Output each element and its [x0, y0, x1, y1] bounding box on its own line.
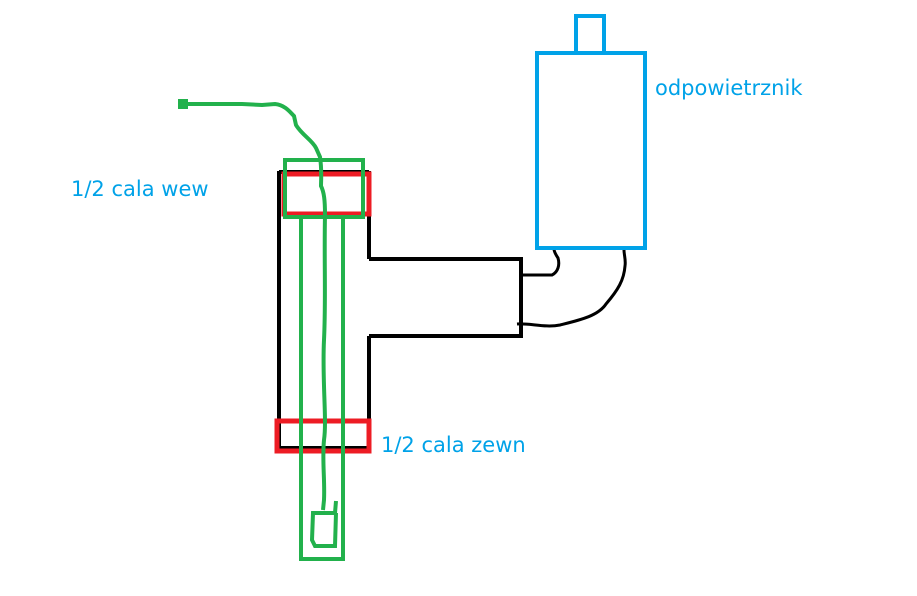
cable-end-marker: [178, 99, 188, 109]
vent-connection: [516, 248, 627, 328]
tee-branch: [369, 257, 523, 338]
probe-sensor-tip: [309, 500, 338, 548]
air-vent: [535, 14, 647, 250]
probe-cable: [183, 101, 328, 511]
probe-tube: [299, 215, 345, 561]
vent-body: [535, 51, 647, 250]
label-internal-thread: 1/2 cala wew: [71, 177, 209, 201]
label-external-thread: 1/2 cala zewn: [381, 433, 526, 457]
short-hose: [521, 248, 561, 277]
probe: [178, 99, 365, 561]
label-air-vent: odpowietrznik: [655, 76, 803, 100]
long-hose: [516, 249, 627, 328]
vent-cap: [574, 14, 606, 55]
